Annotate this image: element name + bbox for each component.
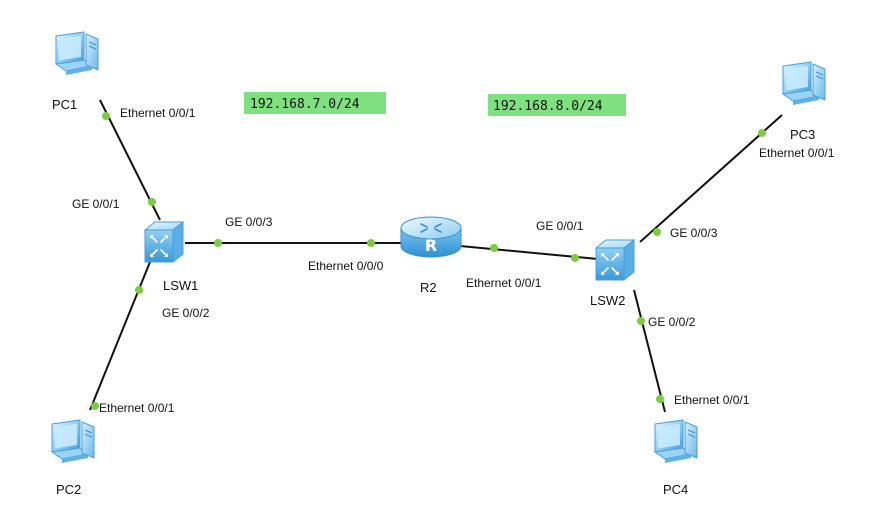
pc-icon	[782, 61, 826, 106]
device-lsw1[interactable]	[144, 221, 184, 263]
pc-icon	[654, 419, 698, 464]
port-dot-r2-e000[interactable]	[367, 239, 375, 247]
router-icon	[400, 216, 462, 258]
link-lsw2-pc4[interactable]	[633, 289, 666, 413]
port-dot-lsw1-ge002[interactable]	[135, 286, 143, 294]
device-label-r2: R2	[420, 280, 437, 295]
pc-icon	[55, 31, 99, 76]
device-label-lsw2: LSW2	[590, 293, 625, 308]
network-label-left-text: 192.168.7.0/24	[250, 97, 360, 112]
port-dot-lsw2-ge001[interactable]	[571, 254, 579, 262]
port-dot-lsw2-ge003[interactable]	[653, 228, 661, 236]
port-label-pc1-eth: Ethernet 0/0/1	[120, 106, 196, 120]
port-label-pc3-eth: Ethernet 0/0/1	[759, 146, 835, 160]
network-label-right-text: 192.168.8.0/24	[493, 99, 603, 114]
device-label-pc3: PC3	[790, 127, 815, 142]
port-dot-pc3[interactable]	[758, 129, 766, 137]
port-dots	[91, 112, 766, 410]
network-label-right-bg	[488, 94, 626, 116]
device-label-pc4: PC4	[663, 482, 688, 497]
network-label-right: 192.168.8.0/24	[488, 94, 626, 116]
switch-icon	[144, 221, 184, 263]
device-pc3[interactable]	[782, 61, 826, 106]
port-label-lsw1-ge003: GE 0/0/3	[225, 215, 273, 229]
device-label-lsw1: LSW1	[163, 278, 198, 293]
network-label-left: 192.168.7.0/24	[244, 92, 386, 114]
link-lsw2-pc3[interactable]	[639, 114, 783, 243]
device-pc1[interactable]	[55, 31, 99, 76]
port-label-pc4-eth: Ethernet 0/0/1	[674, 393, 750, 407]
port-dot-lsw1-ge003[interactable]	[214, 239, 222, 247]
device-label-pc2: PC2	[56, 482, 81, 497]
device-pc4[interactable]	[654, 419, 698, 464]
port-label-r2-e001: Ethernet 0/0/1	[466, 276, 542, 290]
device-r2[interactable]	[400, 216, 462, 258]
device-lsw2[interactable]	[595, 239, 635, 281]
network-label-left-bg	[244, 92, 386, 114]
port-label-lsw1-ge002: GE 0/0/2	[162, 306, 210, 320]
port-label-lsw2-ge002: GE 0/0/2	[648, 315, 696, 329]
pc-icon	[51, 419, 95, 464]
port-dot-lsw1-ge001[interactable]	[148, 198, 156, 206]
port-dot-r2-e001[interactable]	[490, 244, 498, 252]
port-label-lsw1-ge001: GE 0/0/1	[72, 197, 120, 211]
port-dot-pc1[interactable]	[102, 112, 110, 120]
switch-icon	[595, 239, 635, 281]
port-label-lsw2-ge001: GE 0/0/1	[536, 219, 584, 233]
port-label-pc2-eth: Ethernet 0/0/1	[99, 401, 175, 415]
port-label-r2-e000: Ethernet 0/0/0	[308, 259, 384, 273]
port-label-lsw2-ge003: GE 0/0/3	[670, 226, 718, 240]
device-label-pc1: PC1	[52, 97, 77, 112]
port-dot-pc2[interactable]	[91, 402, 99, 410]
device-pc2[interactable]	[51, 419, 95, 464]
port-dot-lsw2-ge002[interactable]	[637, 317, 645, 325]
link-lsw1-pc2[interactable]	[89, 261, 151, 411]
port-dot-pc4[interactable]	[656, 395, 664, 403]
